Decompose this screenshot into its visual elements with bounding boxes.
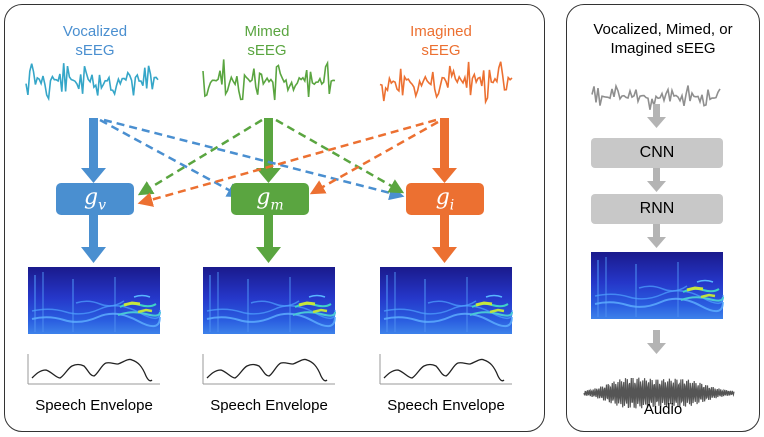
mimed-solid-arrow-bottom [256,215,281,263]
pipeline-arrow-4 [647,330,666,354]
pipeline-input-title: Vocalized, Mimed, or Imagined sEEG [568,20,758,58]
right-panel [566,4,760,432]
imagined-solid-arrow-top [432,118,457,183]
cnn-block: CNN [591,138,723,168]
imagined-node-subscript: i [449,197,455,214]
dashed-arrow-mimed-to-vocalized [137,118,263,196]
pipeline-spectrogram [589,250,725,321]
vocalized-solid-arrow-top [81,118,106,183]
dashed-arrow-mimed-to-imagined [275,118,405,194]
pipeline-arrow-2 [647,168,666,192]
rnn-block: RNN [591,194,723,224]
vocalized-label-line2: sEEG [75,42,115,59]
imagined-spectrogram [378,265,514,336]
vocalized-node-subscript: v [98,197,106,214]
pipeline-arrow-1 [647,104,666,128]
mimed-node-subscript: m [270,197,284,214]
mimed-label-line2: sEEG [247,42,287,59]
dashed-arrow-vocalized-to-mimed [99,118,243,198]
imagined-node-symbol: g [435,185,450,210]
imagined-label-line1: Imagined [410,23,472,40]
mimed-envelope-plot [202,354,335,385]
vocalized-solid-arrow-bottom [81,215,106,263]
imagined-solid-arrow-bottom [432,215,457,263]
pipeline-arrow-3 [647,224,666,248]
mimed-solid-arrow-top [256,118,281,183]
audio-label: Audio [643,401,683,418]
imagined-eeg-wave [379,61,513,105]
mimed-model-node: gm [231,183,309,215]
audio-waveform [583,377,735,409]
imagined-caption: Speech Envelope [387,397,505,414]
mimed-spectrogram [201,265,337,336]
mimed-label: Mimed sEEG [212,22,322,60]
vocalized-node-symbol: g [83,185,99,210]
vocalized-spectrogram [26,265,162,336]
pipeline-title-line2: Imagined sEEG [610,40,716,57]
vocalized-label-line1: Vocalized [62,23,128,40]
vocalized-eeg-wave [25,63,159,102]
mimed-eeg-wave [202,59,336,101]
mimed-node-symbol: g [256,185,271,210]
imagined-model-node: gi [406,183,484,215]
vocalized-label: Vocalized sEEG [40,22,150,60]
pipeline-eeg-wave [591,83,721,110]
vocalized-envelope-plot [27,354,160,385]
imagined-label: Imagined sEEG [386,22,496,60]
pipeline-title-line1: Vocalized, Mimed, or [593,21,733,38]
vocalized-caption: Speech Envelope [35,397,153,414]
mimed-caption: Speech Envelope [210,397,328,414]
mimed-label-line1: Mimed [244,23,290,40]
imagined-envelope-plot [379,354,512,385]
imagined-label-line2: sEEG [421,42,461,59]
dashed-arrow-imagined-to-mimed [309,120,439,195]
left-panel [4,4,545,432]
vocalized-model-node: gv [56,183,134,215]
